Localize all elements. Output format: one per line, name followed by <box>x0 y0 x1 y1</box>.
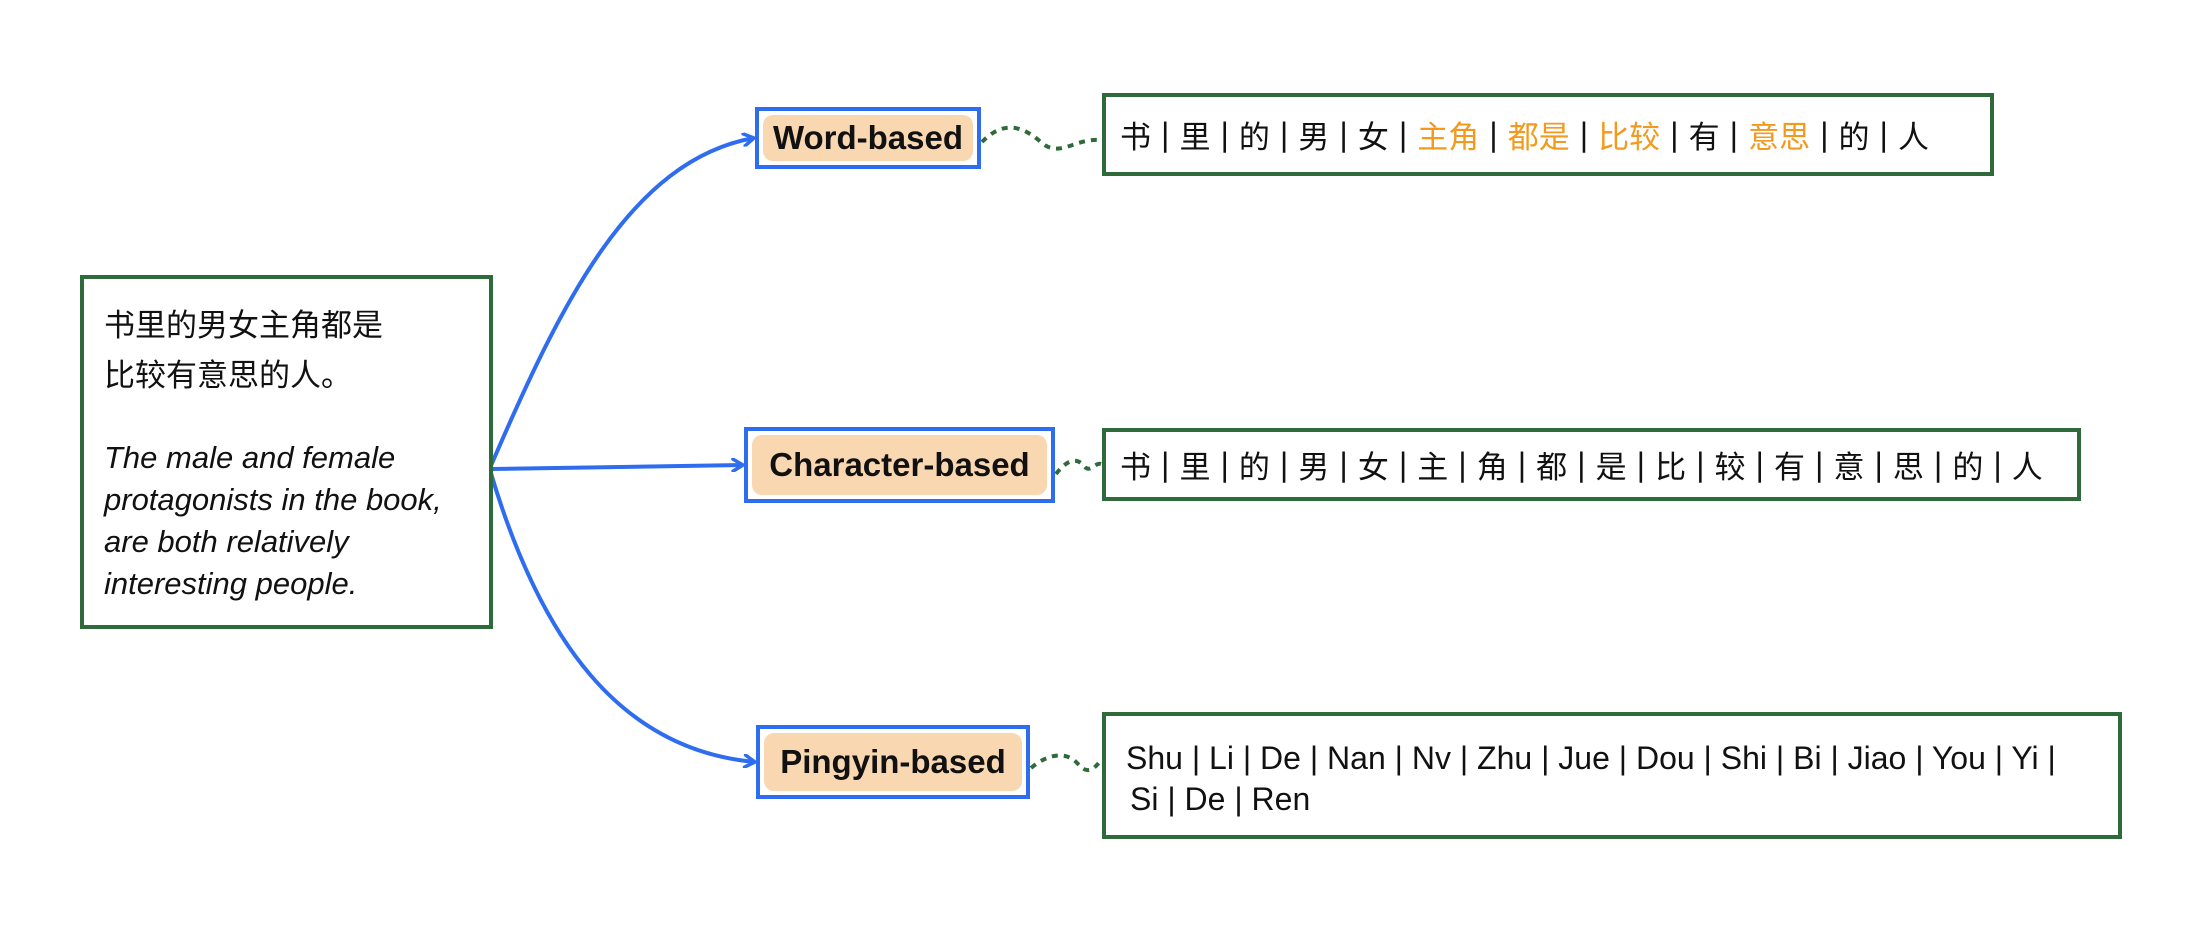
token-separator: | <box>1338 116 1349 153</box>
token: 女 <box>1357 450 1389 486</box>
highlighted-word-token: 主角 <box>1417 120 1480 156</box>
word-based-method-box: Word-based <box>755 107 981 169</box>
arrow-to-pingyin-based <box>488 469 755 762</box>
highlighted-word-token: 比较 <box>1598 120 1661 156</box>
token: 男 <box>1298 450 1330 486</box>
highlighted-word-token: 意思 <box>1748 120 1811 156</box>
token: 书 <box>1120 120 1151 156</box>
source-chinese-text: 书里的男女主角都是 比较有意思的人。 <box>104 301 481 401</box>
token-separator: | <box>1813 446 1825 483</box>
token-separator: | <box>1695 446 1706 483</box>
arrow-to-word-based <box>488 138 754 469</box>
token: 是 <box>1595 450 1627 486</box>
token-separator: | <box>1754 446 1765 483</box>
token: 里 <box>1179 120 1211 156</box>
token: 的 <box>1838 120 1870 156</box>
source-english-translation: The male and female protagonists in the … <box>104 437 481 605</box>
pingyin-based-label: Pingyin-based <box>764 733 1022 791</box>
token-separator: | <box>1397 446 1409 483</box>
token: 的 <box>1952 450 1984 486</box>
token-separator: | <box>1578 116 1590 153</box>
token: 都 <box>1536 450 1568 486</box>
dotted-link-character <box>1054 458 1102 476</box>
token: 的 <box>1238 450 1270 486</box>
token-separator: | <box>1219 116 1230 153</box>
pinyin-result-line: Si | De | Ren <box>1130 781 1311 817</box>
source-english-line: protagonists in the book, <box>104 482 442 517</box>
token-separator: | <box>1278 116 1290 153</box>
token: 的 <box>1238 120 1270 156</box>
token-separator: | <box>1219 446 1230 483</box>
token-separator: | <box>1669 116 1680 153</box>
token-separator: | <box>1278 446 1290 483</box>
character-based-result-box: 书|里|的|男|女|主|角|都|是|比|较|有|意|思|的|人 <box>1102 428 2081 501</box>
dotted-link-pingyin <box>1029 753 1103 773</box>
token-separator: | <box>1516 446 1528 483</box>
token-separator: | <box>1728 116 1740 153</box>
source-sentence-box: 书里的男女主角都是 比较有意思的人。 The male and female p… <box>80 275 493 629</box>
source-chinese-line: 书里的男女主角都是 <box>104 308 383 344</box>
token-separator: | <box>1932 446 1944 483</box>
token: 意 <box>1833 450 1865 486</box>
token: 女 <box>1357 120 1389 156</box>
token: 有 <box>1688 120 1720 156</box>
character-based-method-box: Character-based <box>744 427 1055 503</box>
word-based-result-box: 书|里|的|男|女|主角|都是|比较|有|意思|的|人 <box>1102 93 1994 176</box>
source-english-line: interesting people. <box>104 566 358 601</box>
token-separator: | <box>1992 446 2003 483</box>
token-separator: | <box>1338 446 1349 483</box>
token: 较 <box>1714 450 1746 486</box>
token: 人 <box>1897 120 1929 156</box>
token-separator: | <box>1397 116 1409 153</box>
token-separator: | <box>1160 446 1171 483</box>
token-separator: | <box>1873 446 1884 483</box>
token-separator: | <box>1878 116 1889 153</box>
token-separator: | <box>1635 446 1647 483</box>
token: 书 <box>1120 450 1151 486</box>
token: 人 <box>2011 450 2043 486</box>
source-english-line: The male and female <box>104 440 396 475</box>
token-separator: | <box>1819 116 1830 153</box>
token-separator: | <box>1160 116 1171 153</box>
pingyin-based-method-box: Pingyin-based <box>756 725 1030 799</box>
token: 男 <box>1298 120 1330 156</box>
source-chinese-line: 比较有意思的人。 <box>104 358 352 394</box>
highlighted-word-token: 都是 <box>1507 120 1570 156</box>
character-based-label: Character-based <box>752 435 1047 495</box>
arrow-to-character-based <box>489 465 743 469</box>
token: 有 <box>1773 450 1805 486</box>
pinyin-result-line: Shu | Li | De | Nan | Nv | Zhu | Jue | D… <box>1126 740 2056 776</box>
word-based-label: Word-based <box>763 115 973 161</box>
token-separator: | <box>1457 446 1468 483</box>
pingyin-based-result-box: Shu | Li | De | Nan | Nv | Zhu | Jue | D… <box>1102 712 2122 839</box>
token-separator: | <box>1488 116 1499 153</box>
token: 角 <box>1476 450 1508 486</box>
token: 里 <box>1179 450 1211 486</box>
token: 主 <box>1417 450 1449 486</box>
source-english-line: are both relatively <box>104 524 349 559</box>
token: 比 <box>1655 450 1687 486</box>
token: 思 <box>1892 450 1924 486</box>
token-separator: | <box>1576 446 1587 483</box>
dotted-link-word <box>980 125 1101 151</box>
